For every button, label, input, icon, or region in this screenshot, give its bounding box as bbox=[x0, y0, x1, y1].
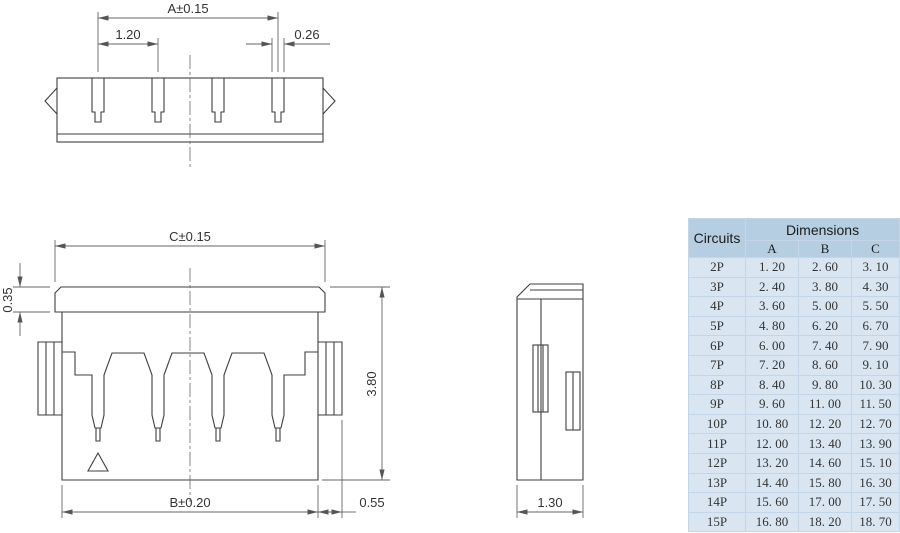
dim-b-cell: 3. 80 bbox=[798, 276, 852, 298]
dim-label-depth: 1.30 bbox=[537, 495, 562, 510]
dim-a-cell: 10. 80 bbox=[745, 413, 799, 435]
col-header-b: B bbox=[798, 240, 852, 258]
dim-a-cell: 9. 60 bbox=[745, 394, 799, 415]
dim-b-cell: 13. 40 bbox=[798, 433, 852, 454]
circuits-cell: 8P bbox=[688, 374, 746, 396]
side-view-drawing bbox=[516, 283, 584, 481]
dim-c-cell: 11. 50 bbox=[850, 394, 900, 415]
dim-label-b: B±0.20 bbox=[169, 495, 210, 510]
dim-c-cell: 17. 50 bbox=[850, 492, 900, 513]
dim-b-cell: 18. 20 bbox=[798, 511, 852, 533]
dim-b-cell: 11. 00 bbox=[798, 394, 852, 415]
dim-label-cap-height: 0.35 bbox=[0, 287, 15, 312]
circuits-cell: 15P bbox=[688, 511, 746, 533]
dim-a-cell: 4. 80 bbox=[745, 315, 799, 337]
technical-drawing: A±0.15 1.20 0.26 C±0.15 0.35 3.80 B±0.20… bbox=[0, 1, 584, 518]
circuits-cell: 10P bbox=[688, 413, 746, 435]
col-header-c: C bbox=[850, 240, 900, 258]
dim-a-cell: 14. 40 bbox=[745, 472, 799, 494]
circuits-cell: 12P bbox=[688, 452, 746, 474]
dim-b-cell: 6. 20 bbox=[798, 315, 852, 337]
dim-label-pitch: 1.20 bbox=[115, 27, 140, 42]
col-header-circuits: Circuits bbox=[688, 218, 746, 258]
dim-a-cell: 3. 60 bbox=[745, 296, 799, 317]
dim-a-cell: 12. 00 bbox=[745, 433, 799, 454]
col-header-a: A bbox=[745, 240, 799, 258]
dim-a-cell: 6. 00 bbox=[745, 335, 799, 356]
dim-c-cell: 10. 30 bbox=[850, 374, 900, 396]
circuits-cell: 2P bbox=[688, 257, 746, 278]
dim-a-cell: 13. 20 bbox=[745, 452, 799, 474]
dim-c-cell: 9. 10 bbox=[850, 354, 900, 376]
circuits-cell: 3P bbox=[688, 276, 746, 298]
dim-label-tab: 0.55 bbox=[359, 495, 384, 510]
dim-c-cell: 6. 70 bbox=[850, 315, 900, 337]
dim-c-cell: 18. 70 bbox=[850, 511, 900, 533]
dim-c-cell: 3. 10 bbox=[850, 257, 900, 278]
dim-c-cell: 15. 10 bbox=[850, 452, 900, 474]
gate-mark-triangle bbox=[87, 451, 109, 472]
circuits-cell: 7P bbox=[688, 354, 746, 376]
dim-a-cell: 1. 20 bbox=[745, 257, 799, 278]
dim-a-cell: 16. 80 bbox=[745, 511, 799, 533]
dim-c-cell: 13. 90 bbox=[850, 433, 900, 454]
dim-b-cell: 9. 80 bbox=[798, 374, 852, 396]
dimension-labels: A±0.15 1.20 0.26 C±0.15 0.35 3.80 B±0.20… bbox=[0, 1, 563, 510]
dim-c-cell: 4. 30 bbox=[850, 276, 900, 298]
dim-label-a: A±0.15 bbox=[167, 1, 208, 16]
dim-b-cell: 2. 60 bbox=[798, 257, 852, 278]
circuits-cell: 9P bbox=[688, 394, 746, 415]
dim-b-cell: 15. 80 bbox=[798, 472, 852, 494]
dim-a-cell: 8. 40 bbox=[745, 374, 799, 396]
dim-c-cell: 7. 90 bbox=[850, 335, 900, 356]
circuits-cell: 11P bbox=[688, 433, 746, 454]
dim-b-cell: 14. 60 bbox=[798, 452, 852, 474]
dim-b-cell: 5. 00 bbox=[798, 296, 852, 317]
dim-label-height: 3.80 bbox=[364, 371, 379, 396]
dim-label-c: C±0.15 bbox=[169, 229, 211, 244]
circuits-cell: 5P bbox=[688, 315, 746, 337]
dim-a-cell: 2. 40 bbox=[745, 276, 799, 298]
dim-a-cell: 7. 20 bbox=[745, 354, 799, 376]
dim-c-cell: 12. 70 bbox=[850, 413, 900, 435]
circuits-cell: 4P bbox=[688, 296, 746, 317]
dim-label-slot-width: 0.26 bbox=[294, 27, 319, 42]
dim-b-cell: 8. 60 bbox=[798, 354, 852, 376]
circuits-cell: 13P bbox=[688, 472, 746, 494]
circuits-cell: 14P bbox=[688, 492, 746, 513]
dim-b-cell: 17. 00 bbox=[798, 492, 852, 513]
dimension-lines bbox=[13, 12, 584, 518]
dim-b-cell: 7. 40 bbox=[798, 335, 852, 356]
circuits-cell: 6P bbox=[688, 335, 746, 356]
dim-c-cell: 5. 50 bbox=[850, 296, 900, 317]
col-header-dimensions: Dimensions bbox=[744, 218, 900, 241]
dim-b-cell: 12. 20 bbox=[798, 413, 852, 435]
dim-a-cell: 15. 60 bbox=[745, 492, 799, 513]
dim-c-cell: 16. 30 bbox=[850, 472, 900, 494]
